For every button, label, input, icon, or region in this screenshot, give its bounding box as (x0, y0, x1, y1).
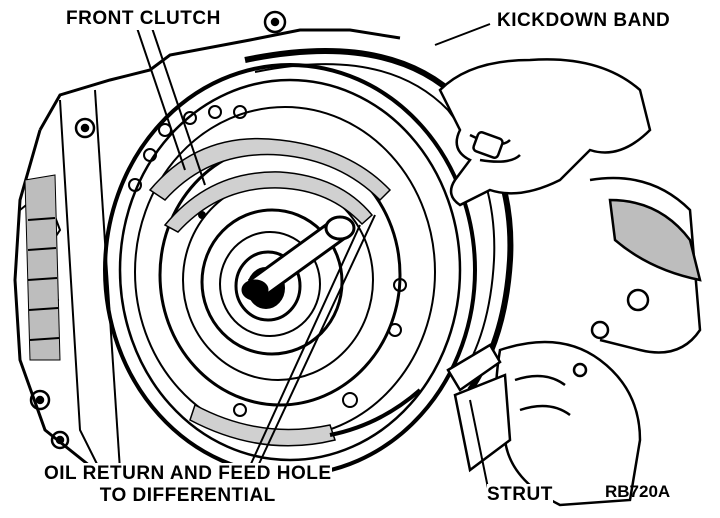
hand-upper-right (438, 58, 652, 207)
strut-label: STRUT (487, 484, 553, 506)
oil-return-label: OIL RETURN AND FEED HOLE TO DIFFERENTIAL (44, 463, 332, 507)
drum-holes (128, 105, 407, 417)
figure-id: RB720A (605, 482, 671, 501)
case-bolts (29, 10, 287, 450)
input-shaft-tool (241, 215, 356, 301)
kickdown-band-label: KICKDOWN BAND (497, 10, 671, 32)
casting-shading (24, 174, 61, 361)
front-clutch-label: FRONT CLUTCH (66, 8, 221, 30)
oil-return-label-line1: OIL RETURN AND FEED HOLE (44, 463, 332, 484)
clutch-plates (148, 137, 392, 447)
oil-return-label-line2: TO DIFFERENTIAL (99, 485, 276, 506)
housing-right (572, 176, 702, 378)
strut-part (446, 343, 512, 473)
leader-lines (134, 21, 491, 489)
